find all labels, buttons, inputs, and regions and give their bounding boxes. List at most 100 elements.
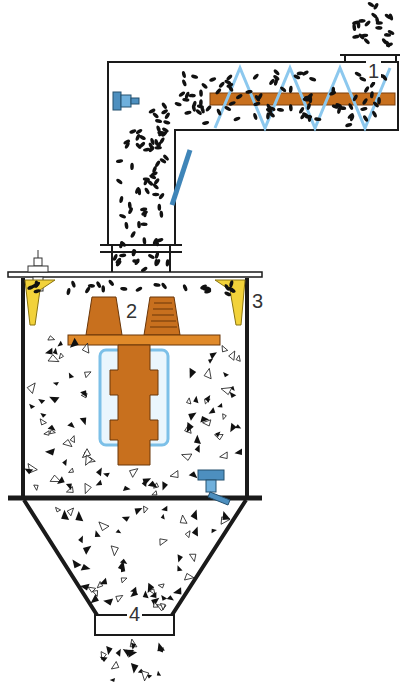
grain (202, 120, 210, 125)
level-sensor (113, 92, 139, 110)
grain (33, 289, 41, 294)
grain (314, 117, 322, 122)
grain (189, 94, 196, 98)
grain (233, 116, 241, 122)
dried-particle (187, 422, 194, 433)
grain (331, 87, 335, 94)
grain (161, 282, 168, 290)
dried-particle (193, 396, 198, 403)
grain (266, 112, 270, 120)
grain (297, 71, 304, 75)
grain (134, 186, 140, 194)
grain (266, 103, 272, 111)
grain (226, 74, 234, 82)
dried-particle (130, 587, 137, 593)
grain (66, 288, 71, 296)
dried-particle (185, 531, 190, 538)
grain (135, 133, 141, 141)
dried-particle (223, 511, 231, 520)
dried-particle (170, 471, 178, 478)
dried-particle (110, 678, 115, 682)
dried-particle (69, 373, 74, 379)
grain (165, 259, 169, 267)
dried-particle (111, 546, 118, 556)
grain (358, 19, 365, 23)
dried-particle (75, 511, 83, 521)
dried-particle (130, 469, 138, 478)
dried-particle (121, 578, 127, 583)
grain (119, 240, 127, 248)
grain (195, 108, 203, 115)
dried-particle (24, 469, 33, 475)
dried-particle (106, 646, 112, 655)
grain (381, 74, 388, 82)
dried-particle (67, 422, 75, 428)
dried-particle (53, 348, 58, 355)
dried-particle (210, 352, 217, 359)
dried-particle (45, 348, 53, 355)
grain (131, 249, 137, 257)
dried-particle (85, 372, 91, 378)
grain (124, 222, 129, 230)
dried-particle (229, 351, 235, 360)
grain (370, 91, 374, 99)
grain (84, 286, 91, 294)
dried-particle (131, 642, 136, 649)
grain (130, 163, 134, 170)
grain (155, 146, 162, 150)
particles (24, 1, 395, 682)
grain (163, 120, 171, 125)
dried-particle (215, 431, 220, 437)
grain (143, 177, 151, 182)
grain (157, 131, 165, 137)
grain (141, 210, 149, 217)
dried-particle (95, 530, 101, 537)
dried-particle (142, 479, 147, 487)
grain (95, 281, 101, 289)
dried-particle (167, 595, 174, 600)
dried-particle (99, 522, 109, 531)
grain (254, 94, 261, 102)
deflector (215, 280, 245, 325)
dried-particle (152, 491, 157, 495)
grain (142, 237, 146, 245)
dried-particle (177, 565, 182, 571)
grain (216, 108, 222, 116)
grain (209, 76, 217, 82)
grain (375, 26, 382, 30)
dried-particle (158, 643, 165, 652)
dried-particle (103, 473, 110, 477)
dried-particle (86, 455, 93, 465)
grain (218, 81, 225, 89)
grain (289, 86, 293, 94)
grain (273, 68, 281, 76)
grain (135, 286, 143, 293)
dried-particle (56, 507, 61, 512)
grain (129, 129, 137, 135)
grain (159, 211, 163, 218)
grain (140, 222, 147, 226)
grain (144, 187, 151, 195)
dried-particle (116, 595, 123, 602)
dried-particle (191, 510, 198, 521)
dried-particle (150, 592, 157, 598)
grain (159, 137, 166, 145)
screw-flight (215, 68, 390, 128)
flap (172, 150, 190, 205)
grain (245, 89, 253, 94)
dried-particle (162, 481, 168, 490)
dried-particle (59, 353, 63, 359)
callout-number: 3 (250, 290, 265, 312)
dried-particle (50, 475, 61, 482)
grain (119, 213, 127, 219)
dried-particle (80, 417, 87, 425)
dried-particle (223, 372, 229, 377)
dried-particle (69, 468, 74, 472)
grain (192, 100, 198, 108)
dried-particle (220, 452, 228, 459)
dried-particle (100, 657, 108, 662)
grain (181, 79, 187, 87)
grain (309, 76, 317, 82)
grain (304, 95, 312, 99)
dried-particle (149, 589, 155, 594)
